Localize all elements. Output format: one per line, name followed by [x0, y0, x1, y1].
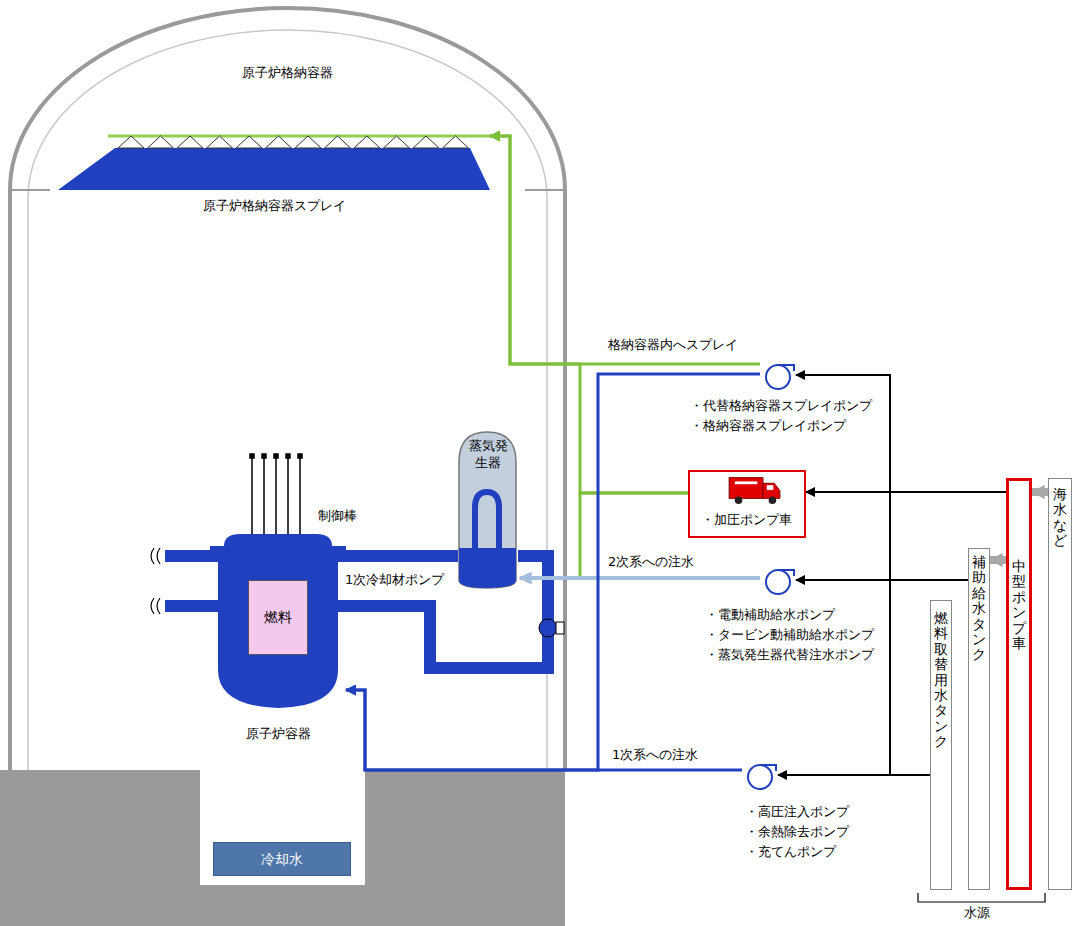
node-text: 海水など	[1053, 487, 1067, 549]
control-rods	[250, 454, 302, 546]
seawater-column: 海水など	[1048, 478, 1072, 890]
node-text: ・充てんポンプ	[745, 844, 836, 861]
cooling-water: 冷却水	[213, 842, 351, 876]
water-tank: 燃料取替用水タンク	[930, 600, 952, 890]
flow-line	[796, 579, 968, 581]
ground	[0, 770, 565, 926]
feedwater-pump: ・電動補助給水ポンプ・タービン動補助給水ポンプ・蒸気発生器代替注水ポンプ	[760, 565, 796, 595]
node-text: ・高圧注入ポンプ	[745, 804, 849, 821]
containment-inner	[28, 30, 547, 770]
node-text: ・電動補助給水ポンプ	[705, 607, 835, 624]
part-label: 1次冷却材ポンプ	[345, 572, 444, 589]
node-text: ・蒸気発生器代替注水ポンプ	[705, 647, 874, 664]
water-tank: 補助給水タンク	[968, 548, 990, 890]
node-text: 燃料	[264, 608, 292, 626]
flow-line	[346, 690, 742, 770]
node-text: 原子炉格納容器	[10, 65, 565, 82]
pump-shape	[760, 565, 796, 595]
containment-wall	[10, 8, 565, 770]
steam-generator: 蒸気発生器	[455, 430, 520, 590]
containment-vessel: 原子炉格納容器原子炉格納容器スプレイ原子炉容器燃料蒸気発生器冷却水	[10, 10, 565, 770]
flow-line	[796, 375, 930, 775]
fuel-box: 燃料	[248, 580, 308, 655]
node-text: ・加圧ポンプ車	[690, 512, 803, 529]
pressure-pump-truck: ・加圧ポンプ車	[688, 470, 806, 538]
reactor-vessel: 原子炉容器燃料	[210, 530, 346, 720]
pipe-break	[151, 548, 160, 614]
node-text: 中型ポンプ車	[1012, 559, 1026, 651]
line-label: 2次系への注水	[606, 554, 696, 571]
line-label: 格納容器内へスプレイ	[606, 337, 740, 354]
reactor-coolant-pump	[539, 619, 564, 637]
node-text: ・余熱除去ポンプ	[745, 824, 849, 841]
node-text: ・代替格納容器スプレイポンプ	[690, 398, 872, 415]
part-label: 制御棒	[318, 508, 357, 525]
line-label: 1次系への注水	[610, 747, 700, 764]
pump-shape	[742, 760, 778, 790]
node-text: 冷却水	[261, 850, 303, 868]
flow-line	[520, 576, 760, 580]
part-label: 水源	[964, 905, 990, 922]
node-text: 原子炉容器	[210, 726, 346, 743]
spray-shape	[58, 130, 490, 230]
flow-line	[490, 136, 688, 493]
flow-line	[346, 374, 760, 770]
spray-pump: ・代替格納容器スプレイポンプ・格納容器スプレイポンプ	[760, 360, 796, 390]
flow-line	[990, 556, 1006, 564]
node-text: 蒸気発生器	[467, 438, 509, 472]
node-text: ・タービン動補助給水ポンプ	[705, 627, 874, 644]
sg-shape	[455, 430, 520, 590]
flow-line	[490, 136, 760, 364]
node-text: ・格納容器スプレイポンプ	[690, 418, 846, 435]
node-text: 補助給水タンク	[972, 555, 986, 663]
water-source-bracket	[918, 893, 1045, 902]
node-text: 原子炉格納容器スプレイ	[58, 198, 490, 215]
flow-line	[1032, 488, 1048, 496]
flow-line	[778, 774, 930, 776]
node-text: 燃料取替用水タンク	[934, 611, 948, 750]
pump-shape	[760, 360, 796, 390]
containment-spray-header: 原子炉格納容器スプレイ	[58, 130, 490, 230]
pump-truck-column: 中型ポンプ車	[1006, 478, 1032, 890]
flow-line	[806, 491, 1006, 493]
injection-pump: ・高圧注入ポンプ・余熱除去ポンプ・充てんポンプ	[742, 760, 778, 790]
